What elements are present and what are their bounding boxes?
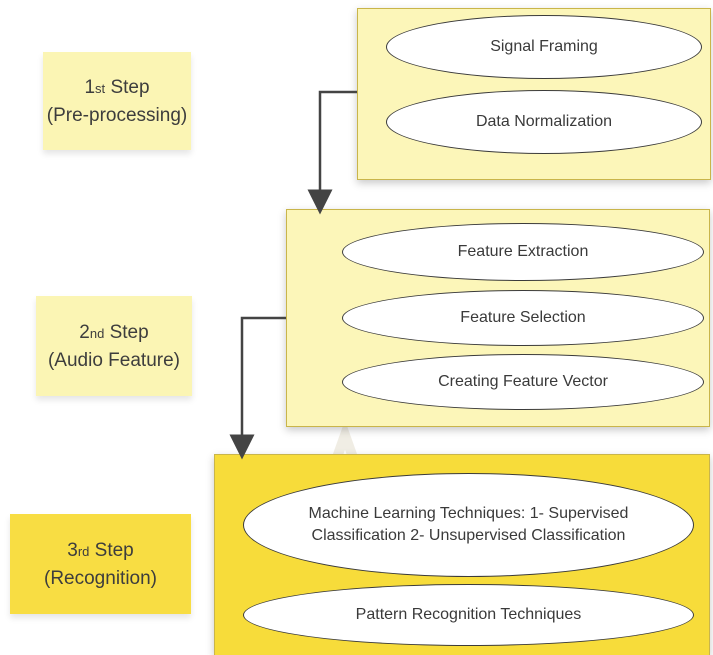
step-1-title: 1st Step	[84, 76, 150, 98]
step-3-name: (Recognition)	[44, 567, 157, 589]
task-feature-selection: Feature Selection	[342, 290, 704, 346]
task-data-normalization: Data Normalization	[386, 90, 702, 154]
step-1-name: (Pre-processing)	[46, 104, 188, 126]
arrow-step1-to-step2	[307, 90, 357, 215]
step-2-title: 2nd Step	[79, 321, 149, 343]
task-pattern-recognition-techniques: Pattern Recognition Techniques	[243, 584, 694, 646]
task-feature-extraction: Feature Extraction	[342, 223, 704, 281]
arrow-step2-to-step3	[229, 316, 286, 460]
task-creating-feature-vector: Creating Feature Vector	[342, 354, 704, 410]
step-2-label: 2nd Step (Audio Feature)	[36, 296, 192, 396]
step-1-label: 1st Step (Pre-processing)	[43, 52, 191, 150]
step-3-title: 3rd Step	[67, 539, 134, 561]
step-3-label: 3rd Step (Recognition)	[10, 514, 191, 614]
step-2-name: (Audio Feature)	[47, 349, 180, 371]
task-signal-framing: Signal Framing	[386, 15, 702, 79]
task-machine-learning-techniques: Machine Learning Techniques: 1- Supervis…	[243, 473, 694, 577]
